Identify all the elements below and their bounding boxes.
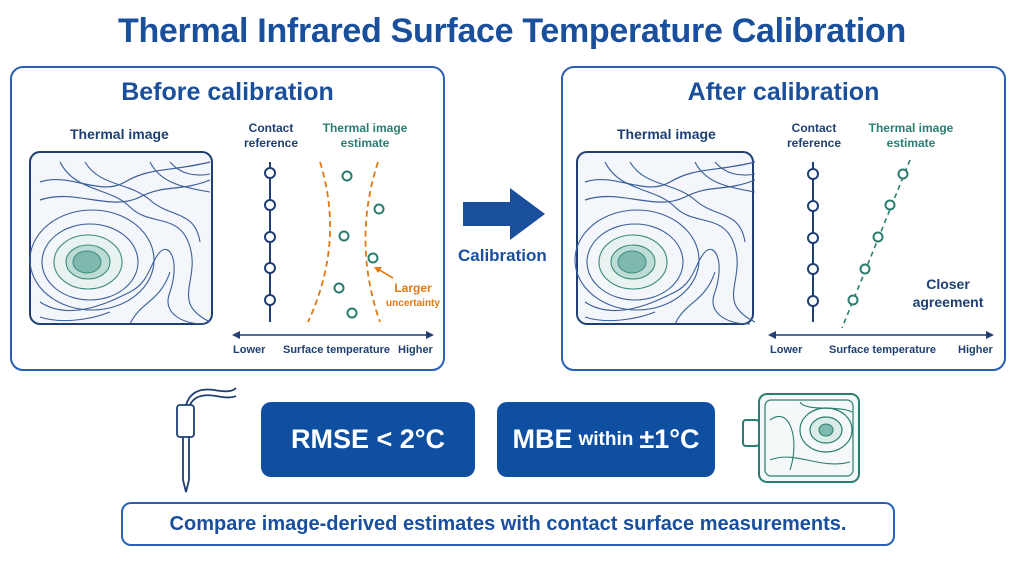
before-panel-title: Before calibration — [121, 78, 334, 106]
after-estimate-trend — [841, 159, 911, 329]
before-estimate-points — [333, 170, 385, 319]
calibration-label: Calibration — [458, 246, 547, 265]
footer-box: Compare image-derived estimates with con… — [121, 502, 895, 546]
thermocouple-probe-icon — [176, 387, 237, 493]
before-thermal-image — [29, 151, 213, 325]
before-annotation-line2: uncertainty — [386, 298, 440, 309]
before-contact-label-line1: Contact — [248, 121, 294, 135]
mbe-middle: within — [578, 428, 634, 450]
page-title: Thermal Infrared Surface Temperature Cal… — [118, 12, 906, 50]
before-uncertainty-right — [364, 161, 381, 323]
after-thermal-image — [574, 151, 756, 325]
arrow-right-icon — [463, 188, 545, 240]
before-thermal-image-label: Thermal image — [70, 126, 169, 142]
after-estimate-label-line2: estimate — [886, 136, 936, 150]
mbe-value: ±1°C — [639, 424, 700, 454]
after-contact-points — [807, 168, 819, 307]
before-axis-lower: Lower — [233, 344, 266, 356]
mbe-box: MBE within ±1°C — [497, 402, 715, 477]
after-estimate-label-line1: Thermal image — [868, 121, 954, 135]
before-uncertainty-left — [307, 161, 331, 323]
after-annotation-line2: agreement — [912, 294, 984, 310]
after-contact-label: Contact reference — [779, 121, 849, 151]
after-annotation-line1: Closer — [926, 276, 970, 292]
footer-text: Compare image-derived estimates with con… — [169, 512, 847, 535]
before-axis-higher: Higher — [398, 344, 433, 356]
before-annotation-line1: Larger — [394, 281, 432, 295]
before-contact-label-line2: reference — [243, 136, 299, 150]
after-contact-label-line1: Contact — [791, 121, 837, 135]
before-contact-points — [264, 167, 276, 306]
before-axis-label: Surface temperature — [283, 344, 390, 356]
after-axis-lower: Lower — [770, 344, 803, 356]
after-estimate-points — [847, 168, 909, 306]
after-thermal-image-label: Thermal image — [617, 126, 716, 142]
rmse-value: RMSE < 2°C — [290, 424, 446, 454]
mbe-prefix: MBE — [512, 424, 573, 454]
before-contact-label: Contact reference — [236, 121, 306, 151]
before-annotation: Larger uncertainty — [380, 281, 446, 311]
before-estimate-label: Thermal image estimate — [312, 121, 418, 151]
before-estimate-label-line1: Thermal image — [322, 121, 408, 135]
rmse-box: RMSE < 2°C — [261, 402, 475, 477]
after-annotation: Closer agreement — [908, 275, 988, 311]
after-panel-title: After calibration — [687, 78, 880, 106]
after-axis-label: Surface temperature — [829, 344, 936, 356]
thermal-camera-icon — [742, 393, 860, 483]
after-estimate-label: Thermal image estimate — [858, 121, 964, 151]
after-axis-higher: Higher — [958, 344, 993, 356]
after-contact-label-line2: reference — [786, 136, 842, 150]
before-estimate-label-line2: estimate — [340, 136, 390, 150]
